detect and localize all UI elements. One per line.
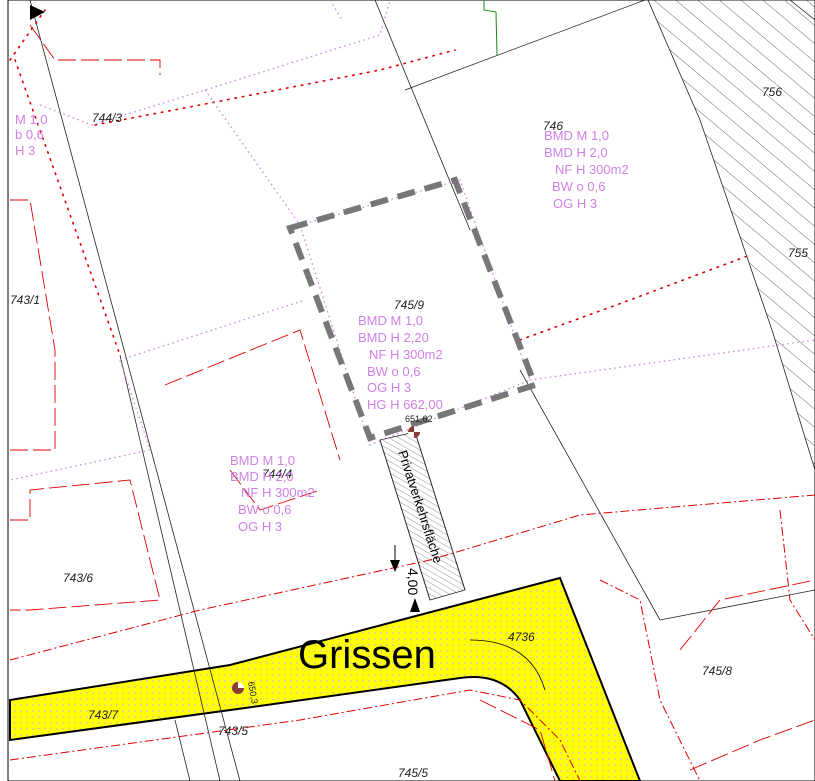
zone-745-9-line5: OG H 3	[367, 380, 411, 395]
zone-left-line1: M 1,0	[15, 112, 48, 127]
zone-744-4-line3: NF H 300m2	[241, 485, 315, 500]
zone-744-4-line5: OG H 3	[238, 519, 282, 534]
height-point-marker	[408, 426, 420, 438]
street-arrow	[469, 639, 546, 691]
dimension-arrows	[30, 5, 420, 612]
parcel-lines	[29, 0, 815, 781]
parcel-746[interactable]: 746	[543, 119, 563, 133]
zone-746-line1: BMD M 1,0	[544, 128, 609, 143]
zone-745-9-line2: BMD H 2,20	[358, 330, 429, 345]
zone-746-line4: BW o 0,6	[552, 179, 605, 194]
zone-745-9-line4: BW o 0,6	[367, 364, 420, 379]
parcel-745-5[interactable]: 745/5	[398, 766, 428, 780]
green-boundary	[483, 0, 498, 56]
red-dashdot-lines	[9, 494, 815, 781]
red-dotted-boundary	[9, 9, 751, 356]
parcel-743-1[interactable]: 743/1	[10, 293, 40, 307]
red-building-outlines	[10, 24, 815, 781]
parcel-4736[interactable]: 4736	[508, 630, 535, 644]
zone-746-line3: NF H 300m2	[555, 162, 629, 177]
parcel-744-4[interactable]: 744/4	[262, 467, 292, 481]
parcel-745-8[interactable]: 745/8	[702, 664, 732, 678]
width-measurement: 4,00	[405, 568, 421, 595]
zone-745-9-line6: HG H 662,00	[367, 397, 443, 412]
zone-744-4-line2: BMD H 2,0	[230, 469, 294, 484]
height-value-1: 651,62	[405, 414, 433, 424]
parcel-756[interactable]: 756	[762, 85, 782, 99]
zone-744-4-line1: BMD M 1,0	[230, 453, 295, 468]
zone-746-line5: OG H 3	[553, 196, 597, 211]
map-frame	[7, 0, 815, 781]
zone-745-9-line1: BMD M 1,0	[358, 313, 423, 328]
parcel-743-5[interactable]: 743/5	[218, 724, 248, 738]
parcel-743-6[interactable]: 743/6	[63, 571, 93, 585]
highlighted-plot-745-9[interactable]	[286, 176, 539, 442]
zone-left-line3: H 3	[15, 143, 35, 158]
zone-745-9-line3: NF H 300m2	[369, 347, 443, 362]
parcel-743-7[interactable]: 743/7	[88, 708, 119, 722]
road-area	[9, 576, 642, 781]
zone-744-4-line4: BW o 0,6	[238, 502, 291, 517]
parcel-755[interactable]: 755	[788, 246, 808, 260]
street-name-label[interactable]: Grissen	[298, 633, 436, 677]
height-point-marker-2	[232, 682, 244, 694]
parcel-745-9[interactable]: 745/9	[394, 298, 424, 312]
height-value-2: 650,3	[246, 681, 260, 705]
zone-left-line2: b 0,6	[15, 127, 44, 142]
zone-746-line2: BMD H 2,0	[544, 145, 608, 160]
hatched-building	[647, 0, 815, 471]
parcel-744-3[interactable]: 744/3	[92, 111, 122, 125]
